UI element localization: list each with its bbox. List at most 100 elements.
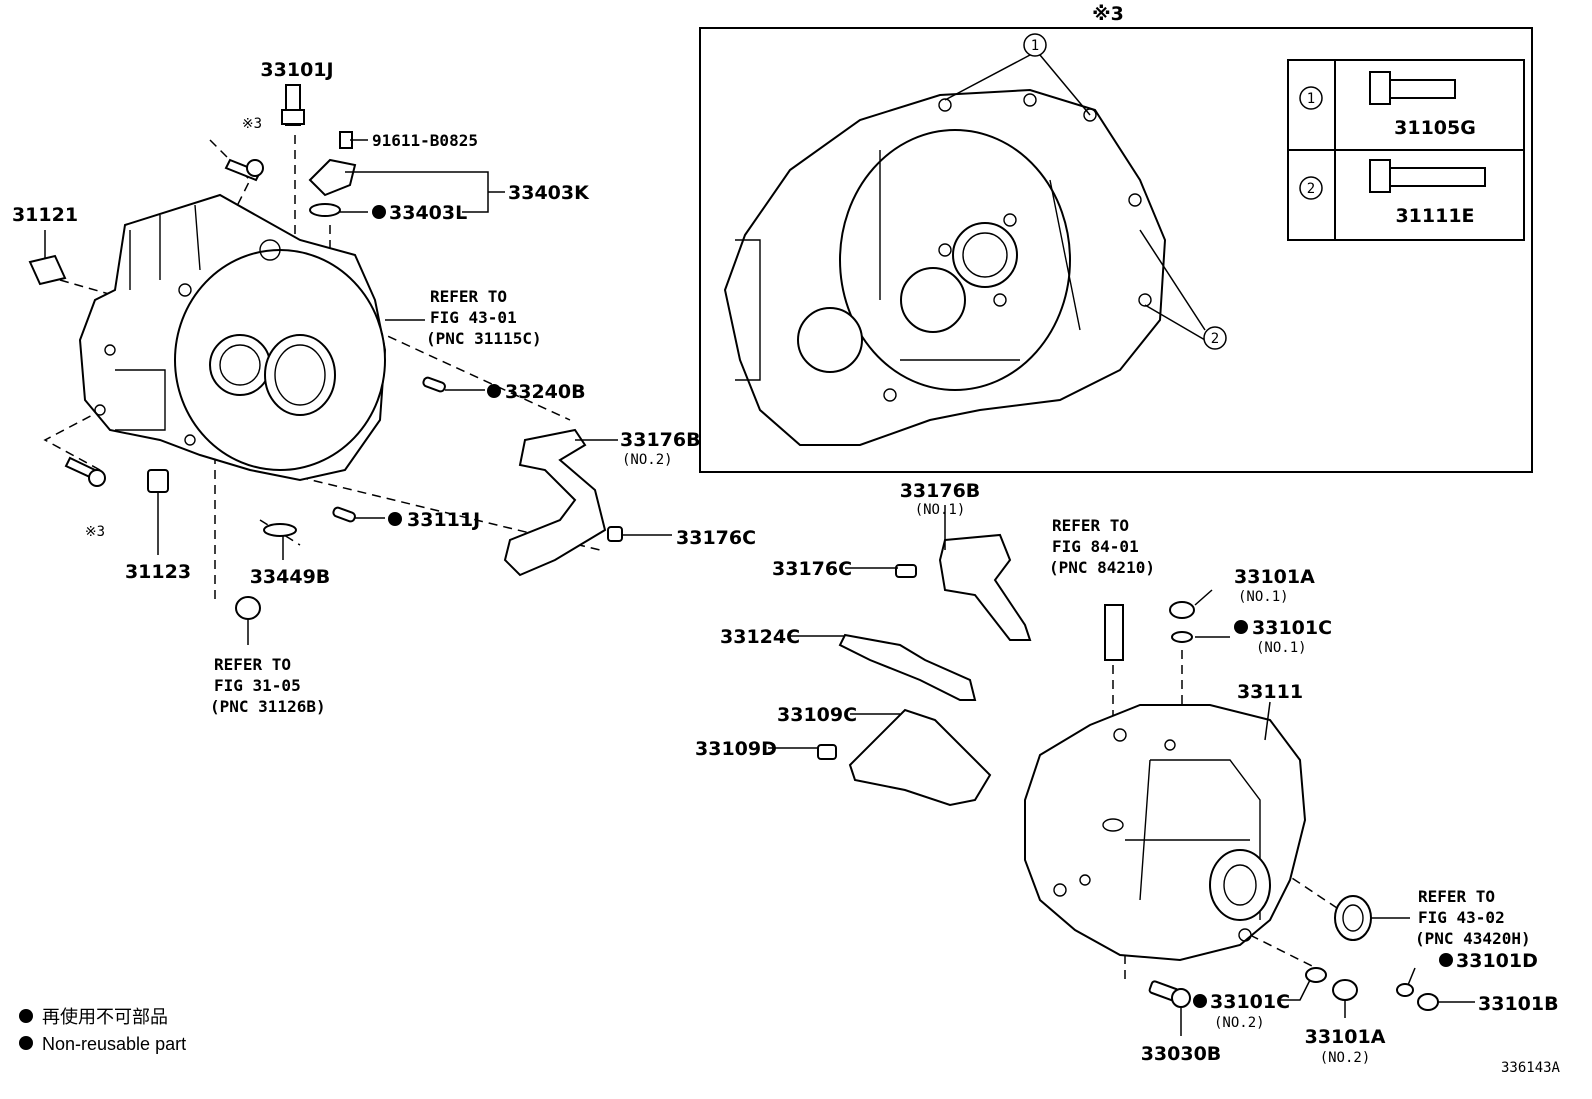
- cover-33176B-no2: [503, 428, 607, 577]
- gasket-33101C-no1: [1171, 631, 1193, 643]
- label-33176C-left: 33176C: [676, 527, 756, 549]
- label-33101C-no1: 33101C: [1252, 617, 1332, 639]
- label-33101D: 33101D: [1456, 950, 1538, 972]
- part-31105G-label: 31105G: [1394, 117, 1476, 139]
- bolt-31111E-icon: [1369, 159, 1486, 193]
- figure-code: 336143A: [1501, 1060, 1561, 1076]
- seal-refer-31-05: [235, 596, 261, 620]
- label-33449B: 33449B: [250, 566, 331, 588]
- label-33124C: 33124C: [720, 626, 800, 648]
- bolt-33109D: [817, 744, 837, 760]
- label-33030B: 33030B: [1141, 1043, 1222, 1065]
- non-reusable-dot: [1439, 953, 1453, 967]
- pin-33111J: [332, 506, 356, 523]
- label-33101C-no1-sub: (NO.1): [1256, 640, 1307, 656]
- label-33101C-no2: 33101C: [1210, 991, 1290, 1013]
- ref-84-01-line2: FIG 84-01: [1052, 537, 1139, 556]
- callout-1: [1023, 33, 1047, 57]
- label-33109C: 33109C: [777, 704, 857, 726]
- bracket-33176B-no1: [938, 533, 1032, 641]
- right-leaders: [768, 505, 1475, 1036]
- non-reusable-dot: [388, 512, 402, 526]
- label-33176C-right: 33176C: [772, 558, 852, 580]
- ref-84-01-line3: (PNC 84210): [1049, 558, 1155, 577]
- plug-31121: [28, 254, 67, 286]
- label-91611-B0825: 91611-B0825: [372, 131, 478, 150]
- legend-dot: [19, 1009, 33, 1023]
- bolt-table: 1 2 31105G 31111E: [1287, 59, 1525, 241]
- note-3-bottom: ※3: [85, 524, 105, 540]
- bolt-31105G-icon: [1369, 71, 1456, 105]
- legend-jp-text: 再使用不可部品: [42, 1007, 168, 1027]
- non-reusable-dot: [1193, 994, 1207, 1008]
- part-labels: 33101J ※3 91611-B0825 33403K 33403L 3112…: [12, 59, 1559, 1066]
- legend-en-text: Non-reusable part: [42, 1034, 186, 1054]
- label-33101A-no1-sub: (NO.1): [1238, 589, 1289, 605]
- label-33240B: 33240B: [505, 381, 586, 403]
- non-reusable-dot: [372, 205, 386, 219]
- ref-31-05-line3: (PNC 31126B): [210, 697, 326, 716]
- svg-text:2: 2: [1211, 331, 1219, 347]
- ref-43-01-line2: FIG 43-01: [430, 308, 517, 327]
- o-ring-33403L: [309, 203, 341, 217]
- callout-2: [1203, 326, 1227, 350]
- pin-33240B: [422, 376, 446, 393]
- bolt-33176C-right: [895, 564, 917, 578]
- label-33176B-no2-sub: (NO.2): [622, 452, 673, 468]
- ref-43-02-line3: (PNC 43420H): [1415, 929, 1531, 948]
- label-33176B-no1: 33176B: [900, 480, 981, 502]
- plug-33101A-no1: [1169, 601, 1195, 619]
- left-leaders: [44, 139, 672, 645]
- svg-text:1: 1: [1031, 38, 1039, 54]
- label-33176B-no1-sub: (NO.1): [915, 502, 966, 518]
- plug-33101A-no2: [1332, 979, 1358, 1001]
- inset-title: ※3: [1092, 3, 1124, 25]
- inset-frame: [699, 27, 1533, 473]
- label-33176B-no2: 33176B: [620, 429, 701, 451]
- label-33101A-no2: 33101A: [1305, 1026, 1386, 1048]
- ref-31-05-line2: FIG 31-05: [214, 676, 301, 695]
- ref-43-01-line3: (PNC 31115C): [426, 329, 542, 348]
- plate-33124C: [838, 633, 977, 701]
- label-33111J: 33111J: [407, 509, 480, 531]
- label-33101A-no1: 33101A: [1234, 566, 1315, 588]
- ref-31-05-line1: REFER TO: [214, 655, 291, 674]
- switch-refer-84-01: [1104, 604, 1124, 661]
- label-33111: 33111: [1237, 681, 1303, 703]
- label-33101C-no2-sub: (NO.2): [1214, 1015, 1265, 1031]
- inset-panel: ※3 1 2 1: [699, 3, 1533, 473]
- legend: 再使用不可部品 Non-reusable part: [42, 1007, 186, 1054]
- legend-dot: [19, 1036, 33, 1050]
- plug-33101B: [1417, 993, 1439, 1011]
- label-31121: 31121: [12, 204, 78, 226]
- label-33101B: 33101B: [1478, 993, 1559, 1015]
- non-reusable-dot: [487, 384, 501, 398]
- label-33101J: 33101J: [260, 59, 333, 81]
- label-31123: 31123: [125, 561, 191, 583]
- gasket-33449B: [263, 523, 297, 537]
- note-3-top: ※3: [242, 116, 262, 132]
- seal-refer-43-02: [1334, 895, 1372, 941]
- label-33403L: 33403L: [389, 202, 467, 224]
- table-key-1: 1: [1307, 91, 1315, 107]
- part-31111E-label: 31111E: [1395, 205, 1474, 227]
- label-33403K: 33403K: [508, 182, 590, 204]
- non-reusable-dot: [1234, 620, 1248, 634]
- part-31123: [147, 469, 169, 493]
- ref-43-01-line1: REFER TO: [430, 287, 507, 306]
- ref-84-01-line1: REFER TO: [1052, 516, 1129, 535]
- ref-43-02-line2: FIG 43-02: [1418, 908, 1505, 927]
- transmission-case-assembly: [817, 533, 1439, 1011]
- ref-43-02-line1: REFER TO: [1418, 887, 1495, 906]
- gasket-33101C-no2: [1305, 967, 1327, 983]
- clutch-housing-assembly: [28, 84, 623, 620]
- cover-33109C: [848, 708, 992, 807]
- bracket-33403K: [308, 158, 357, 197]
- non-reusable-markers: [19, 205, 1453, 1050]
- gasket-33101D: [1396, 983, 1414, 997]
- table-key-2: 2: [1307, 181, 1315, 197]
- label-33109D: 33109D: [695, 738, 777, 760]
- bolt-33176C-left: [607, 526, 623, 542]
